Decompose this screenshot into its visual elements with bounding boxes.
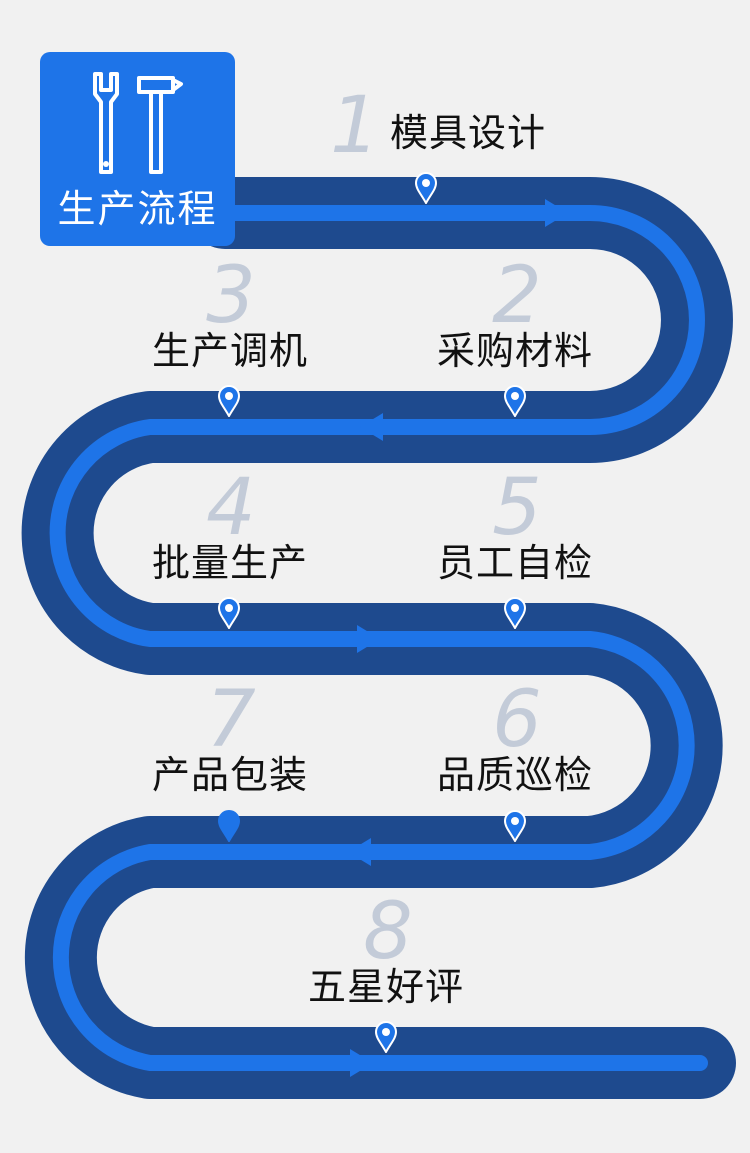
step-label: 采购材料 [436, 329, 593, 373]
location-pin-icon [218, 810, 240, 842]
step-label: 员工自检 [436, 541, 593, 585]
step-number: 1 [330, 81, 380, 171]
step-number: 3 [206, 251, 256, 341]
step-number: 5 [492, 463, 542, 553]
step-number: 8 [363, 887, 413, 977]
location-pin-icon [218, 597, 240, 629]
page-title: 生产流程 [57, 187, 218, 231]
tools-icon [93, 72, 183, 174]
step-label: 模具设计 [390, 111, 547, 155]
step-label: 批量生产 [151, 541, 308, 585]
wrench-icon [93, 72, 119, 174]
location-pin-icon [504, 597, 526, 629]
step-number: 7 [206, 675, 256, 765]
arrow-icon [545, 199, 568, 227]
location-pin-icon [218, 385, 240, 417]
step-label: 五星好评 [307, 965, 464, 1009]
road-inner-line [49, 205, 708, 1071]
step-number: 2 [492, 251, 542, 341]
hammer-icon [137, 76, 183, 174]
location-pin-icon [415, 172, 437, 204]
step-number: 4 [206, 463, 256, 553]
step-number: 6 [492, 675, 542, 765]
arrow-icon [350, 1049, 373, 1077]
title-card: 生产流程 [40, 52, 235, 246]
step-label: 品质巡检 [436, 753, 593, 797]
location-pin-icon [504, 810, 526, 842]
arrow-icon [348, 838, 371, 866]
step-label: 生产调机 [151, 329, 308, 373]
arrow-icon [360, 413, 383, 441]
location-pin-icon [375, 1021, 397, 1053]
arrow-icon [357, 625, 380, 653]
step-label: 产品包装 [151, 753, 308, 797]
location-pin-icon [504, 385, 526, 417]
